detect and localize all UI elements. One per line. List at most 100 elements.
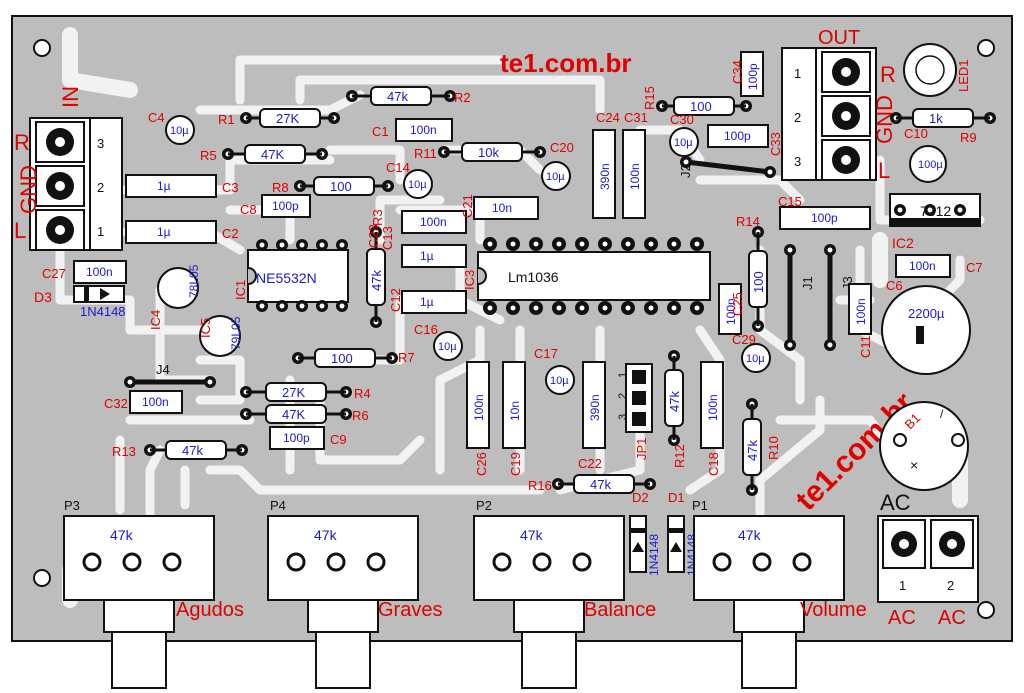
resistor-r12-ref: R12 xyxy=(672,444,687,468)
d2-part: 1N4148 xyxy=(647,534,661,576)
in-pin3: 3 xyxy=(97,136,104,151)
capacitor-c18-ref: C18 xyxy=(706,452,721,476)
capacitor-c23-ref: C23 xyxy=(366,224,381,248)
mounting-holes xyxy=(33,39,995,619)
capacitor-c11-ref: C11 xyxy=(858,335,873,358)
d3-body xyxy=(73,285,125,303)
pad-hole xyxy=(279,242,285,248)
ic1-ref: IC1 xyxy=(233,280,248,300)
resistor-r1-value: 27K xyxy=(276,111,299,126)
d3-part: 1N4148 xyxy=(80,304,126,319)
capacitor-c7-ref: C7 xyxy=(966,260,983,275)
resistor-r5-body xyxy=(244,144,306,164)
capacitor-c3-ref: C3 xyxy=(222,180,239,195)
capacitor-c6-ref: C6 xyxy=(886,278,903,293)
resistor-r9-ref: R9 xyxy=(960,130,977,145)
capacitor-c2-ref: C2 xyxy=(222,226,239,241)
resistor-r6-body xyxy=(265,404,327,424)
d2-ref: D2 xyxy=(632,490,649,505)
resistor-r16-value: 47k xyxy=(590,477,611,492)
resistor-r2-body xyxy=(370,86,432,106)
pad-hole xyxy=(683,159,689,165)
ic5-body xyxy=(199,315,241,357)
resistor-r13-value: 47k xyxy=(182,443,203,458)
resistor-r2-ref: R2 xyxy=(454,90,471,105)
capacitor-c14-ref: C14 xyxy=(386,160,410,175)
ic2-ref: IC2 xyxy=(892,235,914,251)
capacitor-c6-polarity xyxy=(916,326,924,344)
pad-hole xyxy=(339,242,345,248)
pad-hole xyxy=(787,342,793,348)
capacitor-c6-value: 2200µ xyxy=(908,306,945,321)
capacitor-c26-ref: C26 xyxy=(474,452,489,476)
capacitor-c18-value: 100n xyxy=(706,394,720,421)
p1-body xyxy=(693,515,845,689)
capacitor-c15-value: 100p xyxy=(811,211,838,225)
pad-hole xyxy=(556,241,562,247)
capacitor-c33-body xyxy=(707,124,769,148)
pad-hole xyxy=(767,169,773,175)
out-pin1: 1 xyxy=(794,66,801,81)
capacitor-c17-body xyxy=(545,365,575,395)
capacitor-c19-value: 10n xyxy=(508,401,522,421)
capacitor-c3-body xyxy=(125,174,217,198)
resistor-r7-value: 100 xyxy=(331,351,353,366)
pad-hole xyxy=(279,303,285,309)
pad-hole xyxy=(648,241,654,247)
capacitor-c27-ref: C27 xyxy=(42,266,66,281)
resistor-r10-value: 47k xyxy=(745,440,760,461)
capacitor-c12-value: 1µ xyxy=(420,295,434,309)
resistor-r8-body xyxy=(313,176,375,196)
pad-hole xyxy=(648,305,654,311)
resistor-r13-body xyxy=(165,440,227,460)
capacitor-c19-body xyxy=(502,361,526,449)
capacitor-c24-value: 390n xyxy=(598,163,612,190)
out-title: OUT xyxy=(818,27,860,49)
p3-name: Agudos xyxy=(176,599,244,621)
resistor-r10-body xyxy=(742,418,762,476)
pad-hole xyxy=(510,305,516,311)
pad-hole xyxy=(319,303,325,309)
capacitor-c15-ref: C15 xyxy=(778,194,802,209)
pad-hole xyxy=(957,207,963,213)
p1-value: 47k xyxy=(738,527,762,543)
capacitor-c26-value: 100n xyxy=(472,394,486,421)
capacitor-c23-value: 1µ xyxy=(420,249,434,263)
capacitor-c4-body xyxy=(165,115,195,145)
pad-hole xyxy=(533,241,539,247)
pad-hole xyxy=(533,305,539,311)
capacitor-c2-body xyxy=(125,220,217,244)
capacitor-c10-value: 100µ xyxy=(918,159,943,171)
capacitor-c11-value: 100n xyxy=(854,298,868,325)
ic3-ref: IC3 xyxy=(462,270,477,290)
pad-hole xyxy=(827,342,833,348)
capacitor-c17-value: 10µ xyxy=(550,375,569,387)
ic5-part: 79L05 xyxy=(229,316,243,350)
capacitor-c21-value: 10n xyxy=(492,201,512,215)
pad-hole xyxy=(259,242,265,248)
jumper-wires xyxy=(127,159,833,385)
d1-ref: D1 xyxy=(668,490,685,505)
resistor-r1-ref: R1 xyxy=(218,112,235,127)
pad-hole xyxy=(127,379,133,385)
capacitor-c14-body xyxy=(403,169,433,199)
resistor-r15-value: 100 xyxy=(690,99,712,114)
j4-ref: J4 xyxy=(156,362,170,377)
pad-hole xyxy=(897,207,903,213)
resistor-r5-ref: R5 xyxy=(200,148,217,163)
capacitor-c6-body xyxy=(881,285,971,375)
capacitor-c33-ref: C33 xyxy=(768,132,783,156)
capacitor-c7-body xyxy=(895,254,951,278)
pad-hole xyxy=(510,241,516,247)
pad-hole xyxy=(694,305,700,311)
resistor-r11-body xyxy=(461,142,523,162)
capacitor-c29-value: 10µ xyxy=(746,353,765,365)
jp1-pin1: 1 xyxy=(617,372,629,378)
p2-name: Balance xyxy=(584,599,656,621)
capacitor-c25-value: 100n xyxy=(724,298,738,325)
capacitor-c29-ref: C29 xyxy=(732,332,756,347)
jp1-header xyxy=(625,363,653,433)
resistor-r7-ref: R7 xyxy=(398,350,415,365)
